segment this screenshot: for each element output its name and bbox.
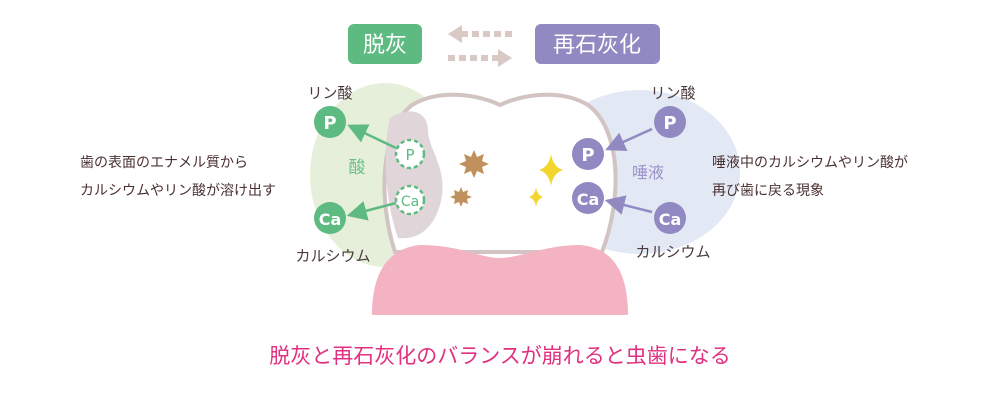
right-calcium-label: カルシウム — [635, 243, 710, 261]
saliva-phosphate-ion — [654, 106, 686, 138]
conclusion-text: 脱灰と再石灰化のバランスが崩れると虫歯になる — [269, 344, 731, 368]
description-line: 再び歯に戻る現象 — [712, 183, 824, 199]
description-line: 唾液中のカルシウムやリン酸が — [712, 155, 908, 171]
saliva-label: 唾液 — [632, 163, 664, 182]
sparkle-icon — [539, 154, 563, 186]
dissolving-calcium — [394, 184, 426, 216]
dissolving-phosphate — [394, 138, 426, 170]
arrow-left-icon — [448, 25, 512, 43]
returning-phosphate-symbol: P — [581, 145, 594, 166]
arrow-ca-in — [604, 195, 653, 215]
returning-calcium-ion — [572, 182, 604, 214]
description-line: 歯の表面のエナメル質から — [80, 155, 248, 171]
arrow-p-in — [605, 127, 653, 151]
left-phosphate-label: リン酸 — [307, 84, 352, 102]
acid-label: 酸 — [349, 158, 366, 178]
right-phosphate-label: リン酸 — [650, 84, 695, 102]
calcium-ion — [314, 202, 346, 234]
gum — [372, 245, 628, 315]
saliva-phosphate-symbol: P — [663, 113, 676, 134]
left-calcium-label: カルシウム — [295, 247, 370, 265]
phosphate-symbol: P — [323, 113, 336, 134]
sparkle-icon-small — [529, 187, 543, 207]
calcium-symbol: Ca — [319, 210, 342, 229]
bacteria-icon-small — [450, 187, 472, 207]
description-line: カルシウムやリン酸が溶け出す — [80, 183, 276, 199]
returning-calcium-symbol: Ca — [577, 190, 600, 209]
saliva-calcium-symbol: Ca — [659, 210, 682, 229]
remineralization-box — [535, 24, 660, 64]
dissolving-phosphate-symbol: P — [405, 146, 414, 164]
dissolving-calcium-symbol: Ca — [401, 194, 419, 210]
saliva-calcium-ion — [654, 202, 686, 234]
remineralization-label: 再石灰化 — [553, 33, 641, 58]
remineralization-description: 唾液中のカルシウムやリン酸が 再び歯に戻る現象 — [712, 149, 908, 205]
bacteria-icon — [459, 150, 489, 178]
arrow-right-icon — [448, 49, 512, 67]
returning-phosphate-ion — [572, 138, 604, 170]
demineralization-label: 脱灰 — [363, 33, 407, 58]
arrow-p-out — [347, 124, 397, 150]
demineralization-box — [348, 24, 422, 64]
demineralization-description: 歯の表面のエナメル質から カルシウムやリン酸が溶け出す — [80, 149, 276, 205]
phosphate-ion — [314, 106, 346, 138]
arrow-ca-out — [346, 201, 397, 221]
